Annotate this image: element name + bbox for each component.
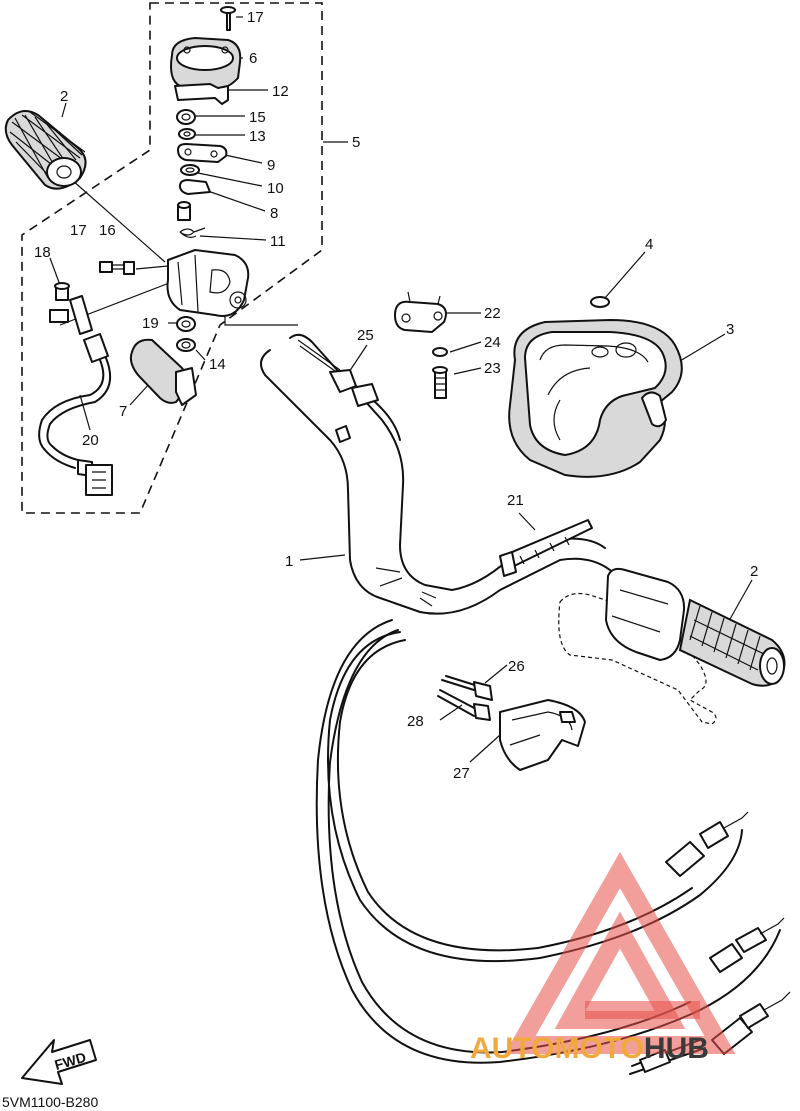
watermark-text-dark: HUB — [644, 1032, 709, 1065]
callout-27: 27 — [453, 765, 470, 782]
callout-12: 12 — [272, 83, 289, 100]
callout-15: 15 — [249, 109, 266, 126]
callout-22: 22 — [484, 305, 501, 322]
callout-10: 10 — [267, 180, 284, 197]
fwd-arrow: FWD — [21, 1039, 97, 1085]
callout-9: 9 — [267, 157, 275, 174]
handlebar-cover — [508, 296, 683, 478]
handlebar-holder — [394, 291, 448, 399]
wire-harness — [38, 282, 113, 496]
callout-17-top: 17 — [247, 9, 264, 26]
throttle-lever — [129, 338, 197, 406]
callout-16: 16 — [99, 222, 116, 239]
switch-housing — [99, 249, 250, 352]
watermark-triangle — [504, 851, 736, 1054]
callout-5: 5 — [352, 134, 360, 151]
watermark-text: AUTOMOTOHUB — [470, 1032, 709, 1065]
callout-24: 24 — [484, 334, 501, 351]
cables — [315, 619, 791, 1075]
callout-2-right: 2 — [750, 563, 758, 580]
diagram-code: 5VM1100-B280 — [2, 1094, 98, 1110]
callout-1: 1 — [285, 553, 293, 570]
callout-23: 23 — [484, 360, 501, 377]
callout-3: 3 — [726, 321, 734, 338]
callout-28: 28 — [407, 713, 424, 730]
callout-21: 21 — [507, 492, 524, 509]
lower-fittings — [437, 675, 586, 771]
right-grip-assembly — [558, 567, 786, 725]
callout-19: 19 — [142, 315, 159, 332]
assembly-boundary — [21, 2, 323, 514]
callout-25: 25 — [357, 327, 374, 344]
watermark: AUTOMOTOHUB — [470, 851, 736, 1065]
callout-4: 4 — [645, 236, 653, 253]
left-grip — [4, 110, 87, 190]
callout-7: 7 — [119, 403, 127, 420]
callout-2-left: 2 — [60, 88, 68, 105]
callout-17-left: 17 — [70, 222, 87, 239]
callout-6: 6 — [249, 50, 257, 67]
callout-18: 18 — [34, 244, 51, 261]
cable-25 — [297, 339, 401, 441]
callout-8: 8 — [270, 205, 278, 222]
leader-lines — [49, 16, 753, 763]
cable-tie — [499, 519, 593, 577]
watermark-text-orange: AUTOMOTO — [470, 1032, 644, 1065]
callout-14: 14 — [209, 356, 226, 373]
callout-13: 13 — [249, 128, 266, 145]
callouts: 17 6 12 15 13 9 10 8 11 5 2 17 16 18 19 … — [34, 9, 758, 782]
callout-26: 26 — [508, 658, 525, 675]
callout-20: 20 — [82, 432, 99, 449]
switch-stack — [170, 6, 242, 238]
callout-11: 11 — [270, 233, 286, 250]
